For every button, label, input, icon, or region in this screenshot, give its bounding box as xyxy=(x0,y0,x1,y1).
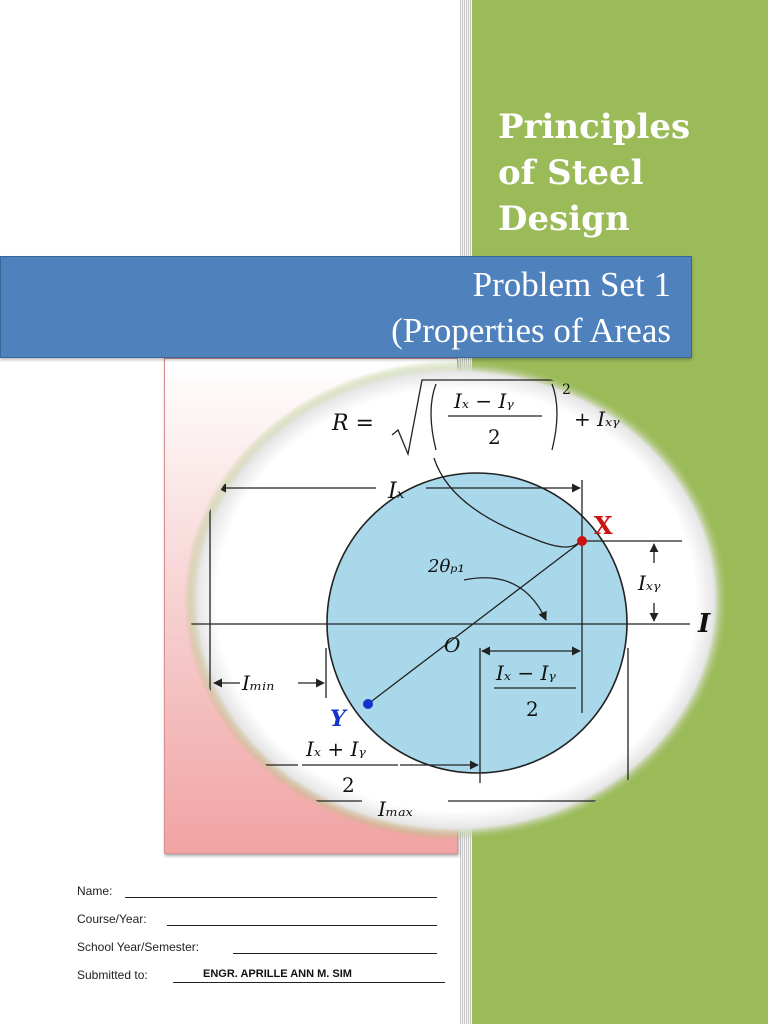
sqrt-symbol xyxy=(391,379,652,457)
angle-arc xyxy=(463,577,547,621)
banner-line-2: (Properties of Areas xyxy=(391,311,671,350)
school-label: School Year/Semester: xyxy=(77,940,200,954)
school-row: School Year/Semester: xyxy=(77,940,457,968)
r-leader-curve xyxy=(433,457,583,548)
title-line-1: Principles xyxy=(498,107,691,147)
problem-set-banner: Problem Set 1 (Properties of Areas xyxy=(0,256,692,358)
submitted-label: Submitted to: xyxy=(77,968,148,982)
formula-exponent: 2 xyxy=(562,382,571,398)
banner-line-1: Problem Set 1 xyxy=(472,265,671,304)
name-field[interactable] xyxy=(125,897,437,898)
course-row: Course/Year: xyxy=(77,912,457,940)
label-diff-denominator: 2 xyxy=(526,697,539,721)
label-diff-numerator: Iₓ − Iᵧ xyxy=(495,661,556,685)
label-i-axis: I xyxy=(697,609,711,639)
course-field[interactable] xyxy=(167,925,437,926)
label-o: O xyxy=(444,633,460,657)
formula-r: R = xyxy=(331,411,374,436)
submitted-row: Submitted to: ENGR. APRILLE ANN M. SIM xyxy=(77,968,457,996)
point-x-marker xyxy=(577,536,587,546)
left-paren xyxy=(430,383,437,451)
cover-title: Principles of Steel Design xyxy=(498,104,758,242)
mohr-circle xyxy=(326,472,628,774)
label-ixy: Iₓᵧ xyxy=(637,571,661,595)
mohrs-circle-illustration: R = Iₓ − Iᵧ 2 2 + Iₓᵧ Iₓ X Y 2θₚ₁ Iₓᵧ I … xyxy=(184,360,728,840)
right-paren xyxy=(551,383,558,451)
label-ix: Iₓ xyxy=(387,479,405,504)
formula-tail: + Iₓᵧ xyxy=(574,407,620,431)
school-field[interactable] xyxy=(233,953,437,954)
title-line-3: Design xyxy=(498,199,630,239)
label-imin: Iₘᵢₙ xyxy=(241,671,274,695)
label-y: Y xyxy=(330,706,348,732)
formula-denominator: 2 xyxy=(488,425,501,449)
point-y-marker xyxy=(363,699,373,709)
formula-numerator: Iₓ − Iᵧ xyxy=(453,389,514,413)
submission-form: Name: Course/Year: School Year/Semester:… xyxy=(77,884,457,996)
course-label: Course/Year: xyxy=(77,912,147,926)
name-label: Name: xyxy=(77,884,113,898)
label-2theta: 2θₚ₁ xyxy=(427,556,465,577)
label-sum-denominator: 2 xyxy=(342,773,355,797)
label-sum-numerator: Iₓ + Iᵧ xyxy=(305,737,366,761)
diameter-line xyxy=(367,540,583,705)
label-x: X xyxy=(594,511,613,540)
name-row: Name: xyxy=(77,884,457,912)
submitted-to-value: ENGR. APRILLE ANN M. SIM xyxy=(173,968,445,983)
title-line-2: of Steel xyxy=(498,153,644,193)
label-imax: Iₘₐₓ xyxy=(377,797,413,821)
